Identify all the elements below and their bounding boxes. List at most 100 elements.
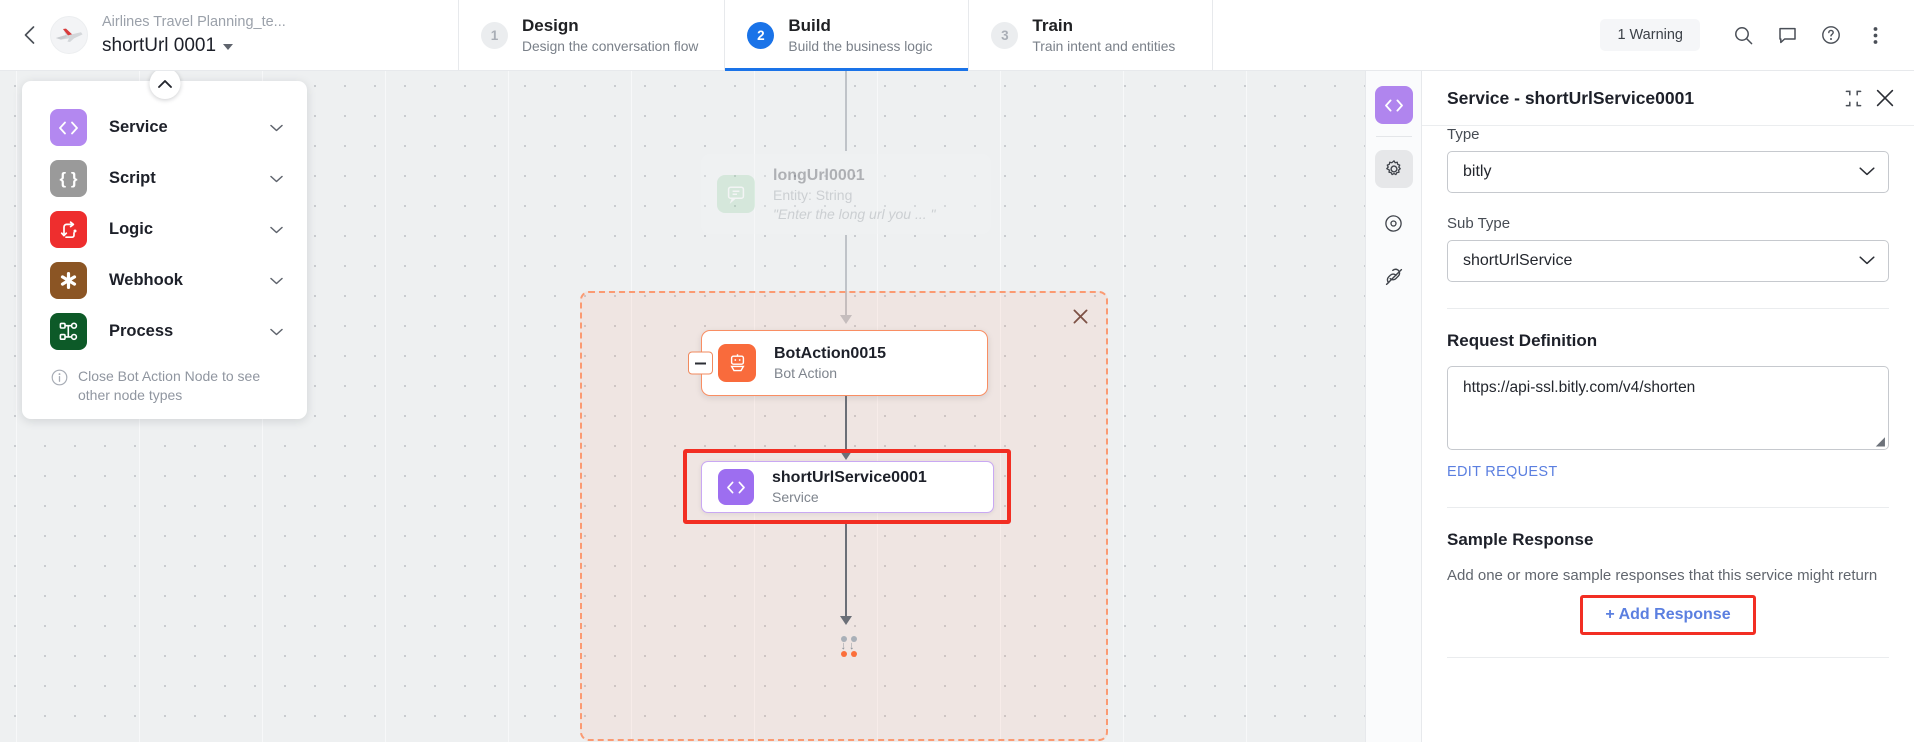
- palette-item-webhook[interactable]: Webhook: [22, 255, 307, 306]
- help-button[interactable]: [1812, 16, 1850, 54]
- palette-item-label: Logic: [109, 220, 153, 238]
- request-definition-title: Request Definition: [1447, 331, 1598, 350]
- group-close-button[interactable]: [1073, 309, 1088, 329]
- palette-item-label: Webhook: [109, 271, 183, 289]
- panel-header: Service - shortUrlService0001: [1422, 71, 1914, 126]
- bot-name: Airlines Travel Planning_te...: [102, 13, 286, 30]
- type-select[interactable]: bitly: [1447, 151, 1889, 193]
- branch-icon: [50, 211, 87, 248]
- comment-button[interactable]: [1768, 16, 1806, 54]
- section-divider: [1447, 308, 1889, 309]
- page-title: shortUrl 0001: [102, 34, 217, 56]
- type-value: bitly: [1463, 163, 1492, 180]
- chevron-down-icon: [1859, 163, 1875, 181]
- tab-build[interactable]: 2 Build Build the business logic: [725, 0, 970, 71]
- palette-item-process[interactable]: Process: [22, 306, 307, 357]
- node-collapse-toggle[interactable]: [688, 351, 713, 375]
- palette-item-label: Script: [109, 169, 156, 187]
- node-subtitle: Service: [772, 489, 819, 505]
- palette-note-text: Close Bot Action Node to see other node …: [78, 368, 261, 403]
- rail-button-connection[interactable]: [1375, 258, 1413, 296]
- palette-note: Close Bot Action Node to see other node …: [22, 357, 307, 405]
- entity-icon: [717, 175, 755, 213]
- target-icon: [1385, 214, 1402, 232]
- top-bar: Airlines Travel Planning_te... shortUrl …: [0, 0, 1914, 71]
- step-title: Train: [1032, 15, 1074, 35]
- request-definition-textarea[interactable]: https://api-ssl.bitly.com/v4/shorten ◢: [1447, 366, 1889, 450]
- more-vertical-icon: [1873, 26, 1877, 44]
- flow-node-shorturlservice[interactable]: shortUrlService0001 Service: [701, 461, 994, 513]
- step-badge: 2: [747, 21, 775, 49]
- drop-zone-indicator[interactable]: ↓↓: [836, 636, 862, 657]
- resize-handle-icon[interactable]: ◢: [1875, 434, 1885, 448]
- panel-icon-rail: [1365, 71, 1422, 742]
- panel-header-actions: [1845, 89, 1894, 107]
- type-label: Type: [1447, 126, 1480, 143]
- flow-node-botaction[interactable]: BotAction0015 Bot Action: [688, 330, 988, 396]
- edge-arrow-botaction: [840, 315, 852, 324]
- rail-button-settings[interactable]: [1374, 150, 1413, 188]
- selection-highlight-service: [683, 449, 1011, 524]
- robot-icon: [718, 344, 756, 382]
- palette-item-service[interactable]: Service: [22, 102, 307, 153]
- avatar: [50, 16, 88, 54]
- flow-dropdown-caret-icon[interactable]: [223, 43, 234, 50]
- chevron-down-icon[interactable]: [270, 221, 283, 239]
- help-icon: [1822, 26, 1840, 44]
- flow-node-text: BotAction0015 Bot Action: [774, 343, 886, 383]
- palette-item-script[interactable]: { } Script: [22, 153, 307, 204]
- collapse-icon: [1845, 90, 1862, 106]
- edit-request-link[interactable]: EDIT REQUEST: [1447, 464, 1558, 480]
- palette-collapse-button[interactable]: [149, 71, 180, 99]
- flow-titles: Airlines Travel Planning_te... shortUrl …: [102, 13, 286, 58]
- edge-service-to-end: [845, 524, 847, 622]
- back-button[interactable]: [14, 20, 44, 50]
- edge-botaction-to-service: [845, 396, 847, 458]
- rail-button-service[interactable]: [1374, 86, 1413, 124]
- node-hint: "Enter the long url you ... ": [773, 205, 936, 222]
- request-definition-value: https://api-ssl.bitly.com/v4/shorten: [1463, 379, 1696, 396]
- section-divider: [1447, 657, 1889, 658]
- close-icon: [1073, 309, 1088, 324]
- step-subtitle: Design the conversation flow: [522, 38, 699, 54]
- drop-arrows-icon: ↓↓: [840, 640, 858, 652]
- node-title: shortUrlService0001: [772, 469, 927, 486]
- topbar-actions: 1 Warning: [1600, 0, 1914, 70]
- node-title: longUrl0001: [773, 166, 865, 184]
- add-response-wrap: + Add Response: [1447, 595, 1889, 635]
- plug-off-icon: [1385, 268, 1402, 286]
- palette-item-logic[interactable]: Logic: [22, 204, 307, 255]
- code-icon: [718, 469, 754, 505]
- code-icon: [1384, 99, 1403, 111]
- process-icon: [50, 313, 87, 350]
- rail-divider: [1375, 136, 1412, 137]
- more-options-button[interactable]: [1856, 16, 1894, 54]
- search-button[interactable]: [1724, 16, 1762, 54]
- sub-type-label: Sub Type: [1447, 215, 1511, 232]
- flow-node-longurl[interactable]: longUrl0001 Entity: String "Enter the lo…: [701, 154, 991, 234]
- tab-design[interactable]: 1 Design Design the conversation flow: [459, 0, 726, 70]
- flow-node-text: shortUrlService0001 Service: [772, 467, 927, 507]
- palette-item-label: Process: [109, 322, 174, 340]
- chevron-down-icon[interactable]: [270, 323, 283, 341]
- panel-body[interactable]: Type bitly Sub Type shortUrlService Requ…: [1422, 126, 1914, 742]
- drop-dots-orange: [836, 651, 862, 657]
- chevron-down-icon[interactable]: [270, 272, 283, 290]
- chevron-down-icon[interactable]: [270, 119, 283, 137]
- info-icon: [51, 369, 68, 386]
- add-response-button[interactable]: + Add Response: [1605, 606, 1731, 623]
- step-badge: 1: [481, 21, 508, 49]
- rail-button-trigger[interactable]: [1375, 204, 1413, 242]
- panel-close-button[interactable]: [1876, 89, 1894, 107]
- flow-canvas[interactable]: Service { } Script Logic: [0, 71, 1365, 742]
- sample-response-title: Sample Response: [1447, 530, 1594, 549]
- chevron-down-icon: [1859, 252, 1875, 270]
- edge-top: [845, 71, 847, 151]
- chevron-down-icon[interactable]: [270, 170, 283, 188]
- palette-item-label: Service: [109, 118, 168, 136]
- sub-type-select[interactable]: shortUrlService: [1447, 240, 1889, 282]
- panel-collapse-button[interactable]: [1845, 90, 1862, 107]
- warning-badge[interactable]: 1 Warning: [1600, 19, 1700, 51]
- tab-train[interactable]: 3 Train Train intent and entities: [969, 0, 1214, 70]
- drop-dots-gray: [836, 636, 862, 642]
